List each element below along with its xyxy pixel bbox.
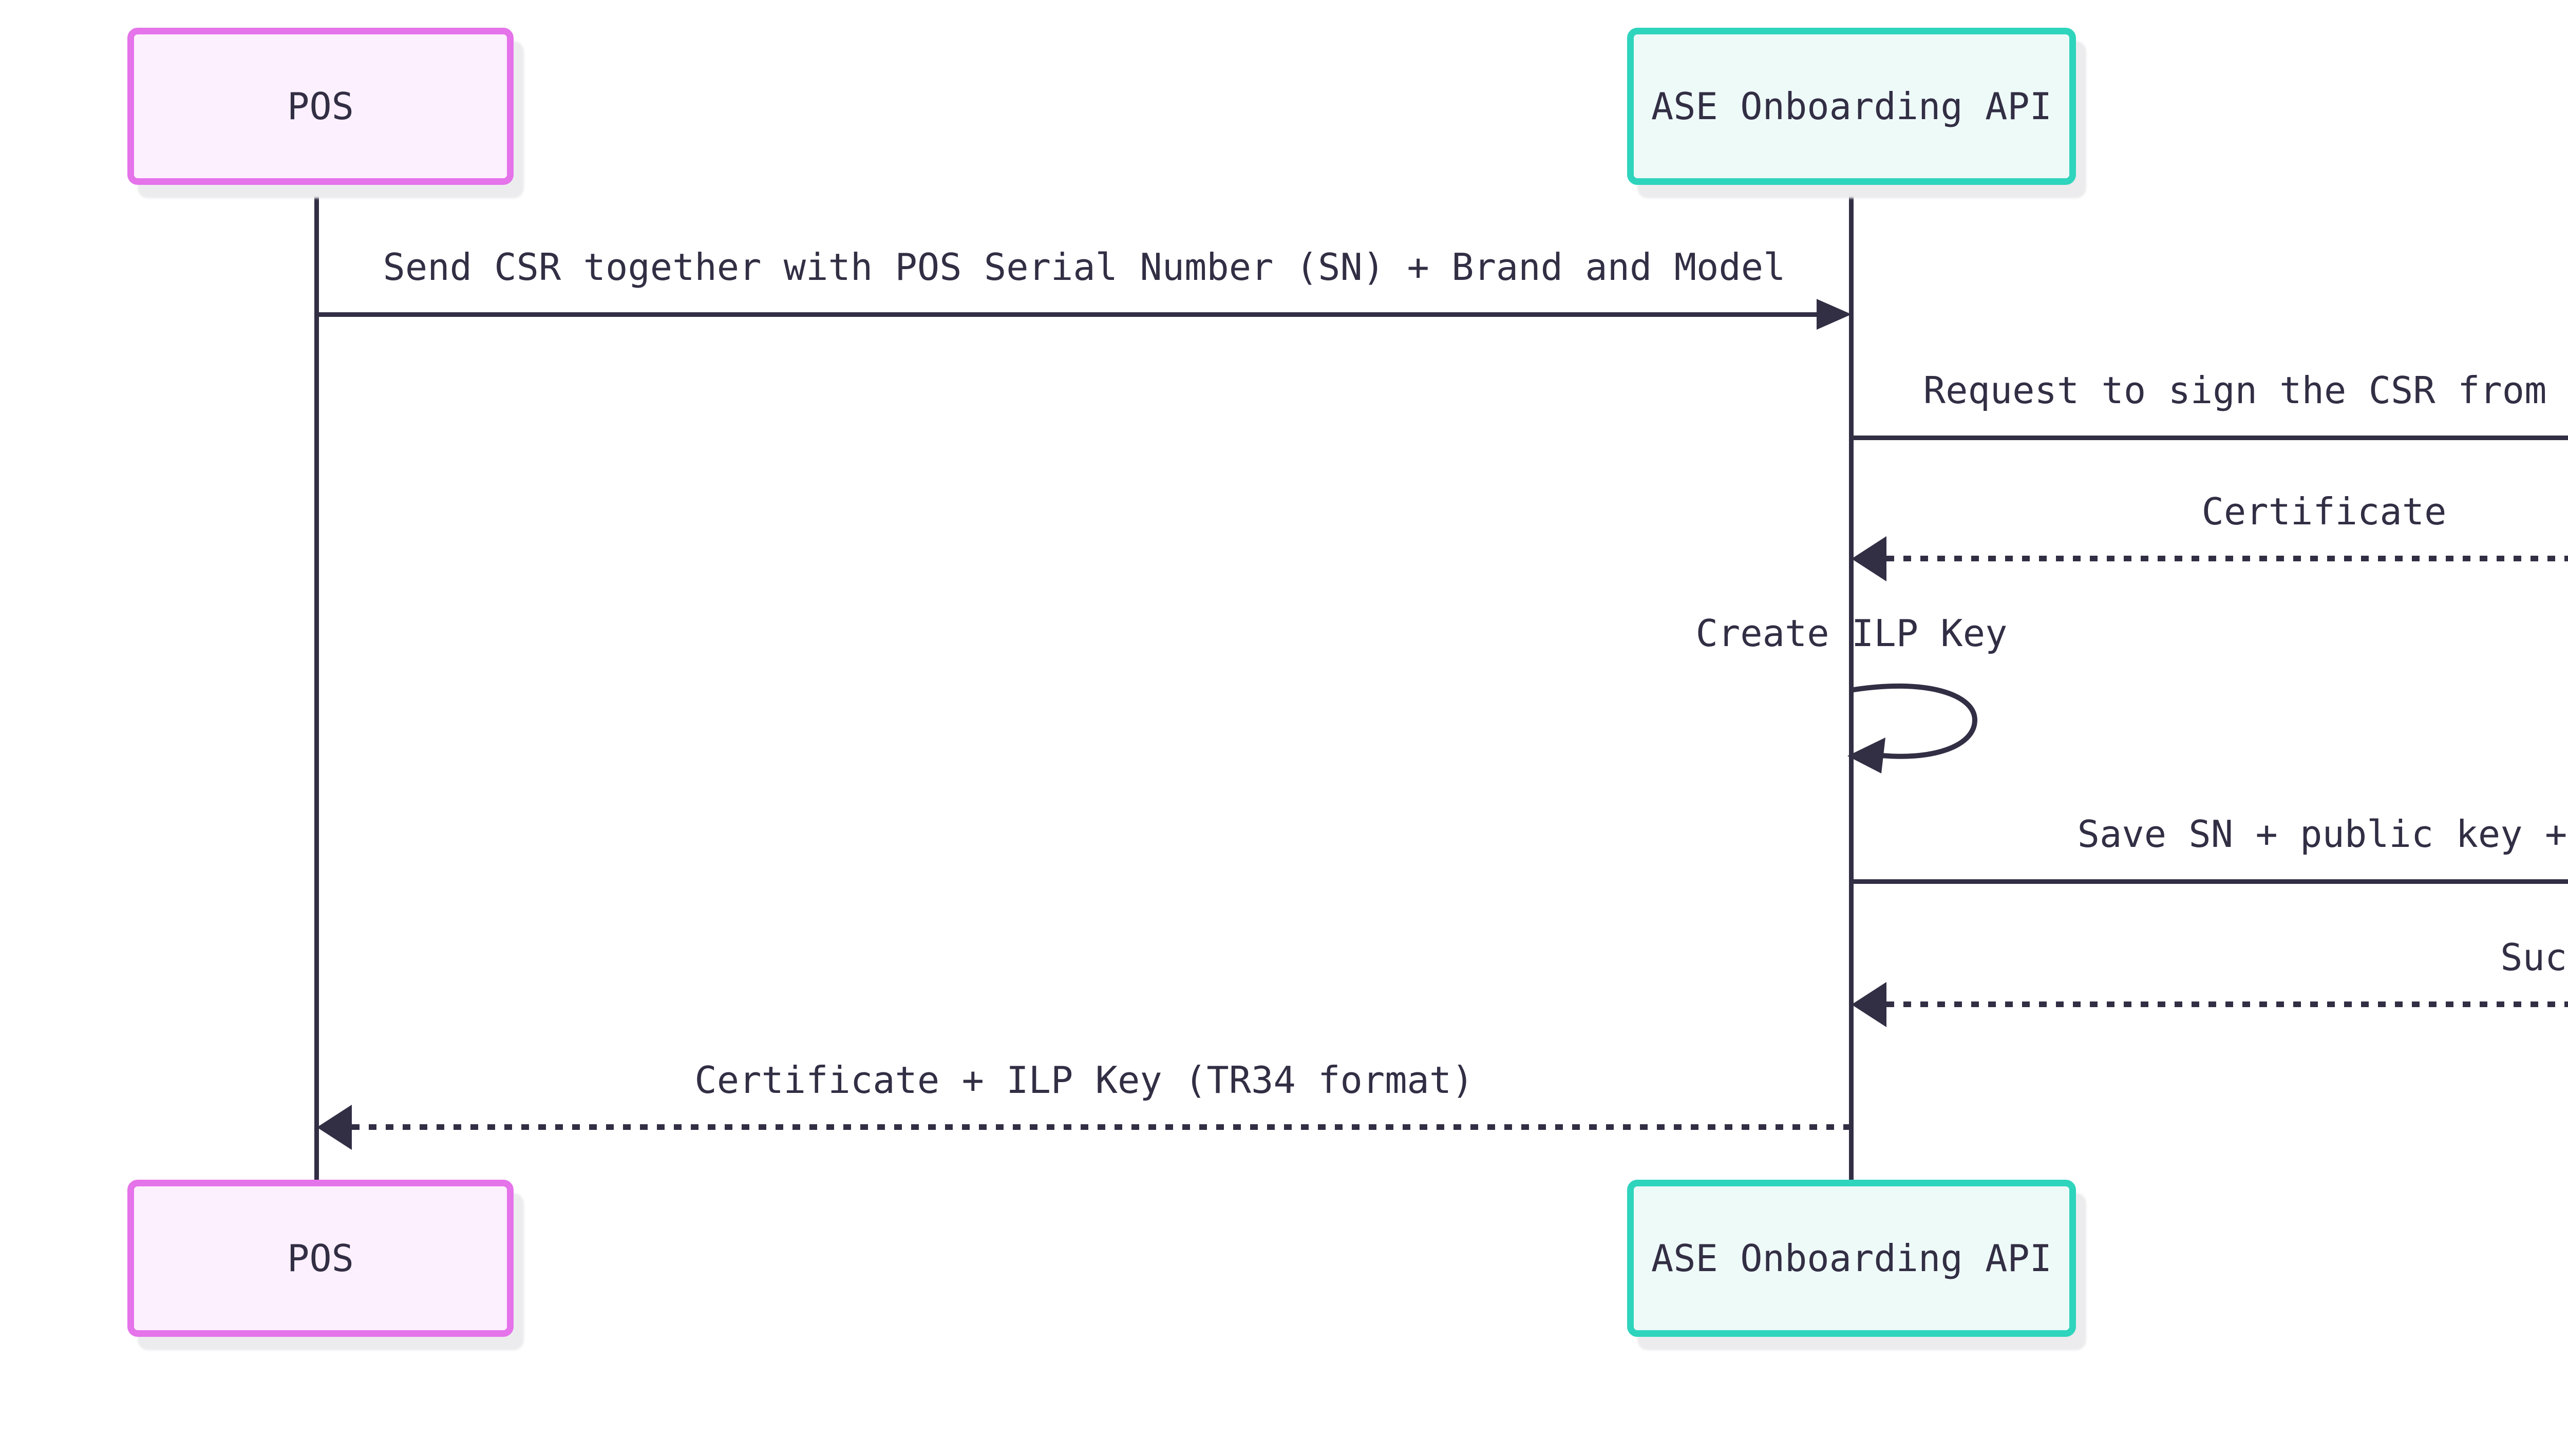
- message-label-create-ilp-key: Create ILP Key: [1695, 612, 2008, 655]
- message-label-request-sign: Request to sign the CSR from the POS: [1923, 369, 2568, 412]
- message-line-certificate-ilp-key: [352, 1124, 1852, 1130]
- arrowhead-left-icon: [1852, 982, 1886, 1027]
- arrowhead-right-icon: [1817, 299, 1852, 330]
- message-label-certificate: Certificate: [2201, 490, 2447, 533]
- arrowhead-left-icon: [1852, 536, 1886, 581]
- actor-box-ase-onboarding-api-top: ASE Onboarding API: [1627, 28, 2076, 185]
- message-label-certificate-ilp-key: Certificate + ILP Key (TR34 format): [694, 1058, 1474, 1102]
- message-label-send-csr: Send CSR together with POS Serial Number…: [383, 245, 1786, 289]
- actor-box-ase-onboarding-api-bottom: ASE Onboarding API: [1627, 1180, 2076, 1337]
- message-line-request-sign: [1852, 436, 2568, 440]
- lifeline-pos: [314, 184, 319, 1181]
- actor-label-pos: POS: [287, 1237, 354, 1280]
- actor-box-pos-bottom: POS: [127, 1180, 514, 1337]
- message-line-save-sn: [1852, 879, 2568, 884]
- lifeline-ase-onboarding-api: [1849, 184, 1854, 1181]
- actor-label-ase-onboarding-api: ASE Onboarding API: [1651, 85, 2052, 128]
- actor-box-pos-top: POS: [127, 28, 514, 185]
- message-label-save-sn: Save SN + public key + ILP Key (Terminal…: [2077, 812, 2568, 856]
- actor-label-pos: POS: [287, 85, 354, 128]
- self-message-loop-icon: [1847, 683, 1978, 773]
- message-line-certificate: [1886, 556, 2568, 561]
- message-line-send-csr: [317, 312, 1820, 317]
- message-label-success: Success: [2500, 936, 2568, 979]
- actor-label-ase-onboarding-api: ASE Onboarding API: [1651, 1237, 2052, 1280]
- arrowhead-left-icon: [317, 1105, 352, 1150]
- message-line-success: [1886, 1001, 2568, 1007]
